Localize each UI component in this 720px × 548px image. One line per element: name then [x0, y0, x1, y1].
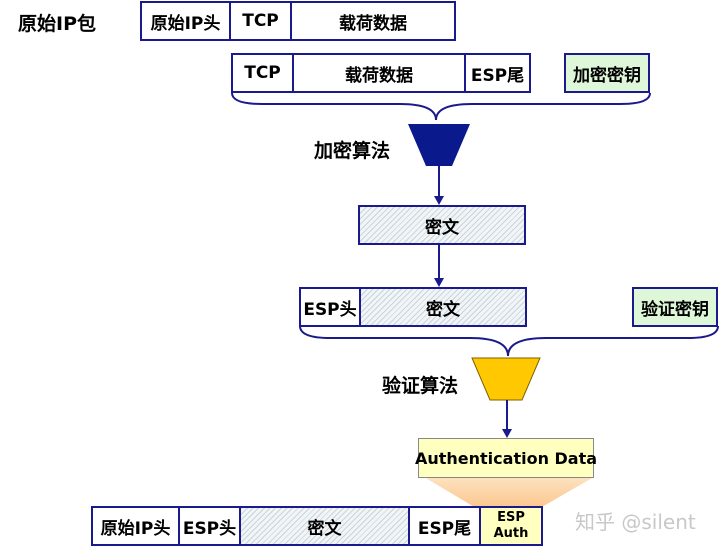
- ciphertext-cell: 密文: [359, 289, 525, 325]
- payload-cell: 载荷数据: [292, 55, 464, 91]
- esp-auth-line-2: Auth: [493, 526, 529, 541]
- encryption-algorithm-label: 加密算法: [314, 140, 391, 162]
- encrypt-input-brace: [231, 92, 651, 121]
- auth-algorithm-label: 验证算法: [382, 375, 459, 397]
- ciphertext-cell: 密文: [239, 508, 408, 544]
- watermark: 知乎 @silent: [575, 510, 696, 534]
- original-ip-packet: 原始IP头 TCP 载荷数据: [140, 1, 456, 41]
- tcp-cell: TCP: [229, 3, 290, 39]
- esp-trailer-cell: ESP尾: [464, 55, 529, 91]
- auth-input-brace: [299, 325, 719, 357]
- esp-header-cell: ESP头: [303, 299, 357, 320]
- encrypt-input-block: TCP 载荷数据 ESP尾: [231, 53, 531, 93]
- esp-trailer-cell: ESP尾: [408, 508, 479, 544]
- original-packet-title: 原始IP包: [18, 13, 96, 35]
- esp-header-cell: ESP头: [178, 508, 239, 544]
- original-ip-header-cell: 原始IP头: [150, 13, 221, 34]
- original-ip-header-cell: 原始IP头: [100, 518, 171, 539]
- final-esp-packet: 原始IP头 ESP头 密文 ESP尾 ESP Auth: [91, 506, 543, 546]
- auth-funnel: [471, 357, 541, 401]
- encryption-key-box: 加密密钥: [564, 53, 650, 93]
- ciphertext-box: 密文: [358, 205, 526, 245]
- auth-data-beam: [424, 477, 594, 508]
- esp-auth-cell: ESP Auth: [479, 508, 541, 544]
- encrypt-funnel: [408, 124, 470, 166]
- tcp-cell: TCP: [244, 63, 281, 83]
- auth-key-box: 验证密钥: [632, 287, 718, 327]
- payload-cell: 载荷数据: [290, 3, 454, 39]
- authentication-data-box: Authentication Data: [415, 438, 597, 478]
- auth-input-block: ESP头 密文: [299, 287, 527, 327]
- esp-auth-line-1: ESP: [497, 510, 525, 525]
